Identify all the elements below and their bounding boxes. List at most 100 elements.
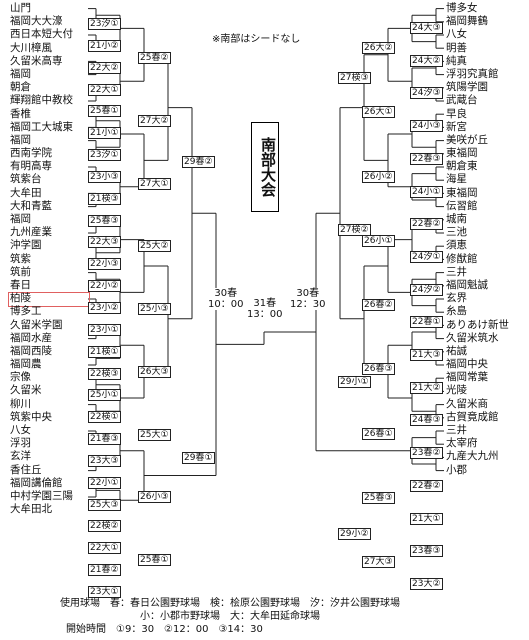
- right-r1-game-label: 24汐①: [410, 250, 443, 263]
- right-r1-game-label: 24春③: [410, 414, 443, 427]
- left-r1-game-label: 23汐①: [88, 18, 121, 30]
- right-r1-game-label: 23大②: [410, 578, 443, 590]
- right-r1-game-label: 24汐③: [410, 87, 443, 100]
- left-team: 宗像: [10, 371, 31, 384]
- right-team: 東福岡: [446, 186, 478, 199]
- right-r2-game-label: 26春②: [362, 299, 395, 311]
- right-team: 城南: [446, 213, 467, 225]
- left-r1-game-label: 25春③: [88, 214, 121, 227]
- right-r1-game-label: 24大②: [410, 54, 443, 67]
- right-team: 古賀竟成館: [446, 410, 499, 423]
- left-r2-game-label: 25春①: [138, 554, 171, 566]
- right-team: 明善: [446, 41, 467, 54]
- left-team: 西南学院: [10, 147, 52, 160]
- left-r1-game-label: 22検①: [88, 411, 121, 424]
- left-r1-game-label: 22小③: [88, 258, 121, 271]
- right-team: 武蔵台: [446, 94, 478, 107]
- right-r1-game-label: 24大③: [410, 22, 443, 34]
- right-team: 新宮: [446, 120, 467, 133]
- left-r1-game-label: 22大①: [88, 83, 121, 96]
- left-r1-game-label: 22大③: [88, 236, 121, 249]
- left-r2-game-label: 25小③: [138, 303, 171, 315]
- right-team: 三池: [446, 226, 467, 239]
- right-r2-game-label: 27大③: [362, 556, 395, 568]
- left-team: 輝翔館中教校: [10, 94, 73, 107]
- right-team: 筑陽学園: [446, 81, 488, 94]
- left-team: 福岡講倫館: [10, 476, 63, 489]
- right-team: 八女: [446, 28, 467, 41]
- left-r1-game-label: 21小②: [88, 39, 121, 52]
- left-team: 福岡農: [10, 358, 42, 371]
- left-team: 春日: [10, 278, 31, 291]
- left-team: 福岡: [10, 133, 31, 146]
- left-team: 筑紫: [10, 252, 31, 265]
- right-team: 海星: [446, 173, 467, 186]
- right-team: 博多女: [446, 2, 478, 14]
- right-team: 光陵: [446, 384, 467, 397]
- left-r1-game-label: 21春③: [88, 433, 121, 446]
- right-team: 太宰府: [446, 437, 478, 450]
- left-r2-game-label: 25大②: [138, 240, 171, 253]
- left-r1-game-label: 22大①: [88, 542, 121, 555]
- right-r1-game-label: 21大①: [410, 512, 443, 525]
- left-r2-game-label: 26小③: [138, 491, 171, 504]
- left-team: 西日本短大付: [10, 28, 73, 41]
- right-r2-game-label: 26大①: [362, 106, 395, 119]
- right-team: 九産大九州: [446, 450, 499, 463]
- right-team: 祐誠: [446, 344, 467, 357]
- left-team: 福岡: [10, 213, 31, 225]
- left-team: 久留米: [10, 384, 42, 397]
- left-team: 大牟田: [10, 186, 42, 199]
- left-team: 福岡: [10, 67, 31, 80]
- left-r1-game-label: 21春②: [88, 564, 121, 577]
- left-team: 有明高専: [10, 160, 52, 173]
- left-team: 玄洋: [10, 450, 31, 463]
- right-team: 久留米筑水: [446, 331, 499, 344]
- right-r2-game-label: 26春③: [362, 363, 395, 376]
- right-team: 須恵: [446, 239, 467, 252]
- right-team: 福岡魁誠: [446, 278, 488, 291]
- right-r2-game-label: 26春①: [362, 427, 395, 440]
- right-r3-game-label: 29小①: [338, 376, 371, 388]
- right-r2-game-label: 25春③: [362, 491, 395, 504]
- seed-note: ※南部はシードなし: [212, 34, 301, 45]
- right-r3-game-label: 29小②: [338, 528, 371, 540]
- footer-times: 開始時間 ①9：30 ②12：00 ③14：30: [66, 624, 263, 635]
- right-team: 福岡中央: [446, 358, 488, 371]
- left-r2-game-label: 27大①: [138, 177, 171, 190]
- left-r2-game-label: 25春②: [138, 52, 171, 64]
- right-team-list: 博多女福岡舞鶴八女明善純真浮羽究真館筑陽学園武蔵台早良新宮美咲が丘東福岡朝倉東海…: [446, 2, 524, 477]
- left-team: 大牟田北: [10, 503, 52, 516]
- left-r1-game-label: 25春①: [88, 105, 121, 118]
- right-team: 純真: [446, 54, 467, 67]
- left-r1-game-label: 21小①: [88, 127, 121, 140]
- footer-venues: 使用球場 春：春日公園野球場 検：桧原公園野球場 汐：汐井公園野球場: [60, 598, 400, 609]
- left-r1-game-label: 21検①: [88, 345, 121, 358]
- right-r1-game-label: 24小③: [410, 120, 443, 133]
- right-r1-game-label: 23春②: [410, 447, 443, 460]
- right-r2-game-label: 26小②: [362, 170, 395, 183]
- right-r1-game-label: 21大③: [410, 349, 443, 362]
- left-r2-game-label: 25大①: [138, 428, 171, 441]
- right-r1-game-label: 24汐②: [410, 283, 443, 296]
- left-r1-game-label: 22検②: [88, 520, 121, 533]
- right-team: 朝倉東: [446, 160, 478, 173]
- left-r1-game-label: 23小②: [88, 302, 121, 314]
- left-team: 福岡大大濠: [10, 15, 63, 28]
- left-team: 大和青藍: [10, 199, 52, 212]
- right-team: 糸島: [446, 305, 467, 318]
- right-team: 修猷館: [446, 252, 478, 265]
- right-team: 浮羽究真館: [446, 67, 499, 80]
- left-team: 沖学園: [10, 239, 42, 252]
- left-r1-game-label: 23汐①: [88, 149, 121, 162]
- footer-venues-2: 小：小郡市野球場 大：大牟田延命球場: [140, 611, 320, 622]
- left-team: 大川樟風: [10, 41, 52, 54]
- right-team: 玄界: [446, 292, 467, 305]
- right-team: 三井: [446, 424, 467, 436]
- left-r2-game-label: 26大③: [138, 365, 171, 378]
- left-team: 福岡西陵: [10, 344, 52, 357]
- left-r1-game-label: 23小③: [88, 170, 121, 183]
- left-team: 久留米学園: [10, 318, 63, 331]
